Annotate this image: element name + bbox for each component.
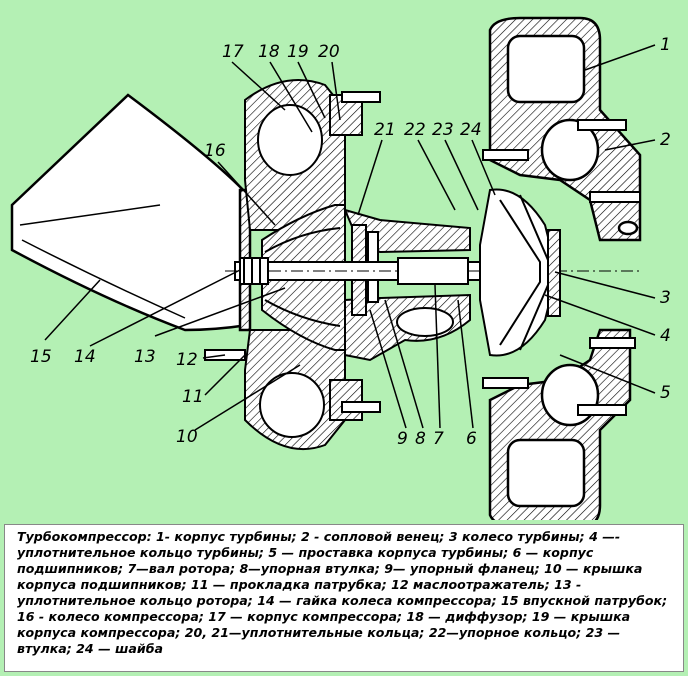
callout-9: 9: [397, 429, 408, 449]
callout-21: 21: [374, 120, 396, 140]
callout-13: 13: [134, 347, 156, 367]
callout-22: 22: [404, 120, 426, 140]
leader-lines: [44, 44, 656, 431]
callout-12: 12: [176, 350, 198, 370]
callout-8: 8: [415, 429, 426, 449]
callout-15: 15: [30, 347, 52, 367]
turbine-housing: [488, 16, 642, 520]
turbine-wheel: [479, 188, 561, 357]
intake-pipe: [10, 93, 252, 332]
callout-5: 5: [660, 383, 671, 403]
callout-11: 11: [182, 387, 204, 407]
callout-10: 10: [176, 427, 198, 447]
caption-text: Турбокомпрессор: 1- корпус турбины; 2 - …: [4, 524, 684, 672]
callout-4: 4: [660, 326, 671, 346]
callout-24: 24: [460, 120, 482, 140]
callout-20: 20: [318, 42, 340, 62]
callout-17: 17: [222, 42, 244, 62]
callout-23: 23: [432, 120, 454, 140]
callout-14: 14: [74, 347, 96, 367]
rotor-shaft: [225, 257, 640, 285]
callout-18: 18: [258, 42, 280, 62]
callout-6: 6: [466, 429, 477, 449]
callout-3: 3: [660, 288, 671, 308]
callout-1: 1: [660, 35, 671, 55]
turbocharger-diagram: 1 2 3 4 5 6 7 8 9 10 11 12 13 14 15 16 1…: [10, 16, 671, 520]
callout-2: 2: [660, 130, 671, 150]
callout-labels: 1 2 3 4 5 6 7 8 9 10 11 12 13 14 15 16 1…: [30, 35, 671, 449]
callout-19: 19: [287, 42, 309, 62]
callout-16: 16: [204, 141, 226, 161]
callout-7: 7: [433, 429, 444, 449]
